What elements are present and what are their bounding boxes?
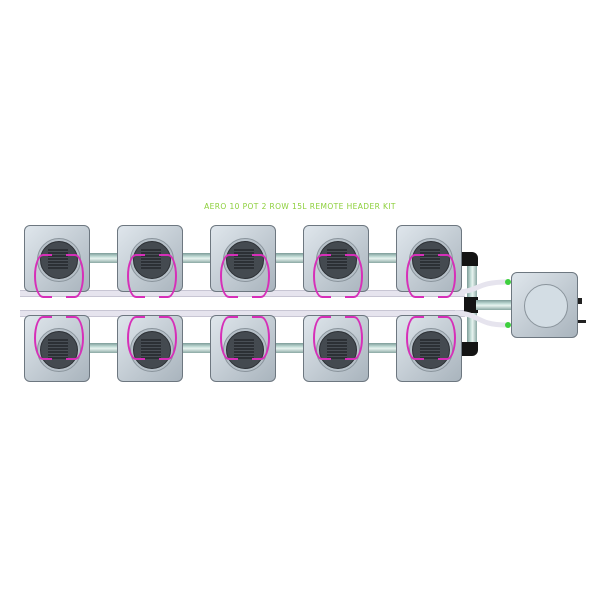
reservoir-hoses xyxy=(455,279,508,328)
elbow-top xyxy=(462,252,478,266)
reservoir-drain xyxy=(578,320,586,323)
pot-bottom-4 xyxy=(303,315,369,382)
pot-top-2 xyxy=(117,225,183,298)
elbow-bottom xyxy=(462,342,478,356)
pot-top-4 xyxy=(303,225,369,298)
pot-bottom-2 xyxy=(117,315,183,382)
pot-top-1 xyxy=(24,225,90,298)
pipe-top-row xyxy=(88,253,468,263)
tee-fitting xyxy=(464,297,478,313)
pot-bottom-3 xyxy=(210,315,276,382)
pipe-bottom-row xyxy=(88,343,468,353)
reservoir xyxy=(511,272,578,338)
pot-bottom-5 xyxy=(396,315,462,382)
reservoir-outlet xyxy=(578,298,582,304)
connector-bottom xyxy=(505,322,511,328)
pot-top-3 xyxy=(210,225,276,298)
reservoir-lid xyxy=(524,284,568,328)
pot-bottom-1 xyxy=(24,315,90,382)
diagram-title: AERO 10 POT 2 ROW 15L REMOTE HEADER KIT xyxy=(204,202,396,211)
pipe-to-reservoir xyxy=(476,300,512,310)
connector-top xyxy=(505,279,511,285)
pot-top-5 xyxy=(396,225,462,298)
